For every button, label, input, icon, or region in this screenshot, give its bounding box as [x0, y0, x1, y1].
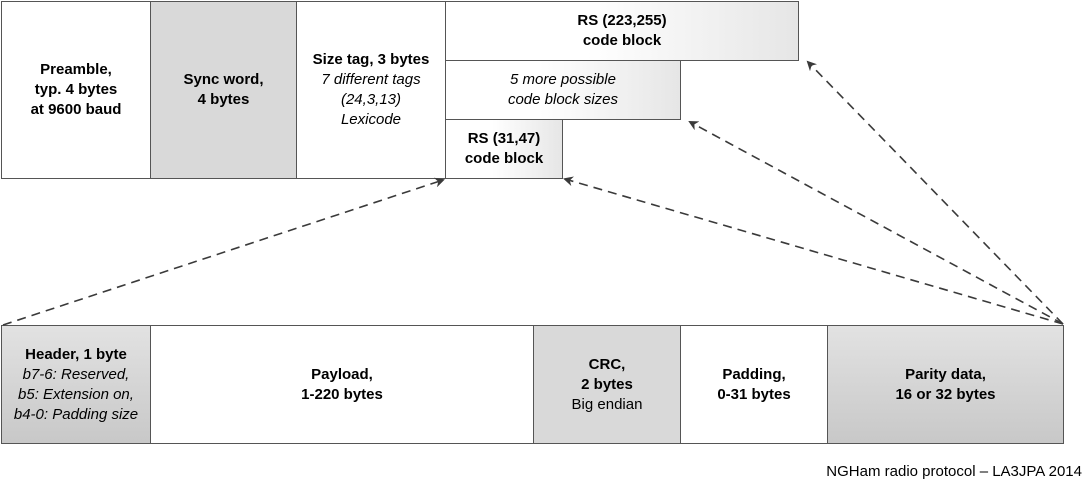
- arrow-to-rs-more: [688, 121, 1064, 325]
- payload-block: Payload, 1-220 bytes: [150, 325, 534, 444]
- preamble-label-3: at 9600 baud: [30, 101, 122, 118]
- arrow-to-rs-large: [806, 60, 1064, 325]
- crc-sub: Big endian: [571, 395, 643, 413]
- rs-223-255-block: RS (223,255) code block: [445, 1, 799, 61]
- rs-more-label-2: code block sizes: [507, 91, 619, 108]
- sync-word-label-2: 4 bytes: [197, 91, 250, 108]
- rs-large-label-2: code block: [582, 32, 662, 49]
- size-tag-title: Size tag, 3 bytes: [312, 51, 430, 68]
- rs-large-label-1: RS (223,255): [577, 12, 667, 29]
- header-sub-1: b7-6: Reserved,: [22, 365, 130, 383]
- padding-label-1: Padding,: [722, 365, 786, 383]
- rs-31-47-block: RS (31,47) code block: [445, 119, 563, 179]
- header-sub-3: b4-0: Padding size: [13, 405, 139, 423]
- preamble-block: Preamble, typ. 4 bytes at 9600 baud: [1, 1, 151, 179]
- crc-label-1: CRC,: [588, 355, 626, 373]
- arrow-to-rs-small-right: [563, 176, 1064, 325]
- size-tag-sub-1: 7 different tags: [321, 71, 421, 88]
- payload-label-1: Payload,: [311, 365, 373, 383]
- parity-label-1: Parity data,: [905, 365, 986, 383]
- crc-block: CRC, 2 bytes Big endian: [533, 325, 681, 444]
- sync-word-label-1: Sync word,: [183, 71, 264, 88]
- rs-small-label-2: code block: [464, 150, 544, 167]
- rs-more-label-1: 5 more possible: [510, 71, 616, 88]
- size-tag-block: Size tag, 3 bytes 7 different tags (24,3…: [296, 1, 446, 179]
- preamble-label-2: typ. 4 bytes: [34, 81, 118, 98]
- footer-credit: NGHam radio protocol – LA3JPA 2014: [826, 463, 1082, 480]
- size-tag-sub-2: (24,3,13): [340, 91, 402, 108]
- header-title: Header, 1 byte: [25, 345, 127, 363]
- size-tag-sub-3: Lexicode: [340, 111, 402, 128]
- padding-block: Padding, 0-31 bytes: [680, 325, 828, 444]
- parity-data-block: Parity data, 16 or 32 bytes: [827, 325, 1064, 444]
- rs-more-sizes-block: 5 more possible code block sizes: [445, 60, 681, 120]
- arrow-to-rs-small-left: [2, 177, 445, 326]
- payload-label-2: 1-220 bytes: [301, 385, 383, 403]
- preamble-label-1: Preamble,: [40, 61, 112, 78]
- header-block: Header, 1 byte b7-6: Reserved, b5: Exten…: [1, 325, 151, 444]
- parity-label-2: 16 or 32 bytes: [895, 385, 996, 403]
- sync-word-block: Sync word, 4 bytes: [150, 1, 297, 179]
- rs-small-label-1: RS (31,47): [467, 130, 541, 147]
- header-sub-2: b5: Extension on,: [18, 385, 134, 403]
- crc-label-2: 2 bytes: [581, 375, 633, 393]
- padding-label-2: 0-31 bytes: [717, 385, 791, 403]
